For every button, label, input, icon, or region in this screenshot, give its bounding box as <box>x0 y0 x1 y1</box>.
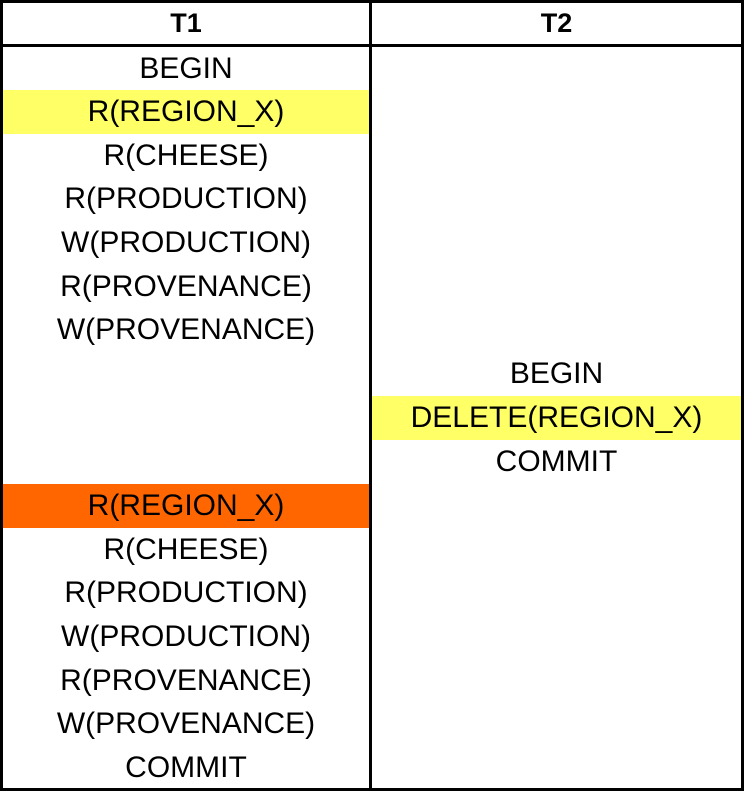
column-header-t1: T1 <box>170 8 202 38</box>
t1-op-write-production-2: W(PRODUCTION) <box>61 620 311 653</box>
t1-op-read-production: R(PRODUCTION) <box>64 182 308 215</box>
t2-op-begin: BEGIN <box>509 357 604 390</box>
t1-op-reread-region-x-conflict: R(REGION_X) <box>3 484 369 528</box>
t2-op-commit: COMMIT <box>495 445 618 478</box>
t1-op-begin: BEGIN <box>139 52 233 85</box>
column-header-t2: T2 <box>540 8 573 38</box>
t2-op-delete-region-x-highlighted: DELETE(REGION_X) <box>372 396 741 440</box>
t1-op-read-region-x-highlighted: R(REGION_X) <box>3 90 369 134</box>
t1-op-read-cheese: R(CHEESE) <box>103 139 269 172</box>
t1-op-read-provenance: R(PROVENANCE) <box>60 270 312 303</box>
t1-op-read-production-2: R(PRODUCTION) <box>64 576 308 609</box>
t1-op-commit: COMMIT <box>125 751 247 784</box>
t1-op-write-provenance: W(PROVENANCE) <box>56 313 316 346</box>
t1-op-write-production: W(PRODUCTION) <box>61 226 311 259</box>
column-divider <box>369 0 372 791</box>
t1-op-read-cheese-2: R(CHEESE) <box>103 533 269 566</box>
t1-op-read-provenance-2: R(PROVENANCE) <box>60 664 312 697</box>
header-divider <box>0 44 744 47</box>
t1-op-write-provenance-2: W(PROVENANCE) <box>56 707 316 740</box>
